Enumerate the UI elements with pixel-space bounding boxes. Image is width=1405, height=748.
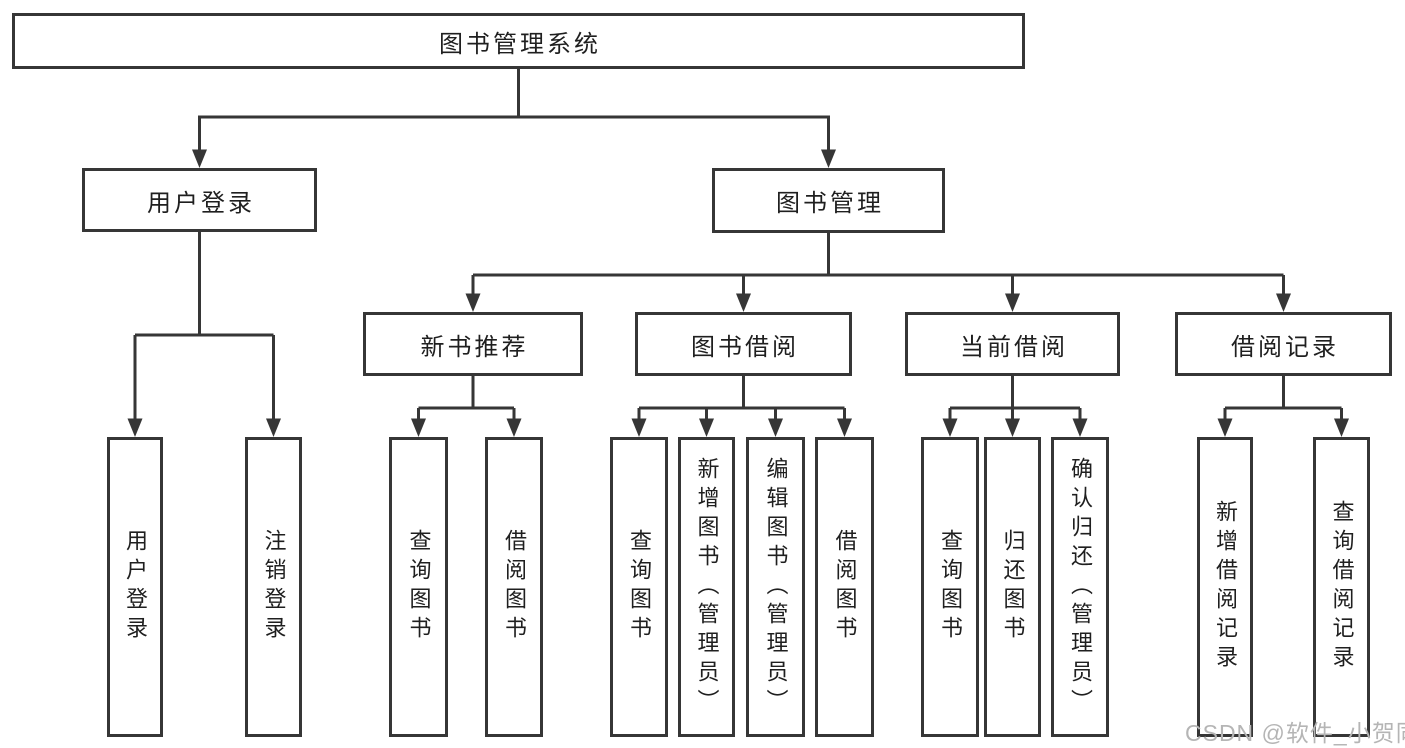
connector-book-borrow-to-children: [631, 376, 852, 437]
arrowhead-icon: [942, 418, 958, 437]
node-label: 查询图书: [406, 529, 432, 645]
node-query-books-current: 查询图书: [921, 437, 979, 737]
node-label: 借阅图书: [832, 529, 858, 645]
arrowhead-icon: [1276, 293, 1291, 312]
connector-new-book-to-children: [411, 376, 522, 437]
node-current-borrowing: 当前借阅: [905, 312, 1120, 376]
arrowhead-icon: [1005, 418, 1020, 437]
node-confirm-return-admin: 确认归还（管理员）: [1051, 437, 1109, 737]
node-book-management: 图书管理: [712, 168, 945, 233]
arrowhead-icon: [1217, 418, 1233, 437]
arrowhead-icon: [1334, 418, 1349, 437]
node-query-books-borrowing: 查询图书: [610, 437, 668, 737]
node-add-books-admin: 新增图书（管理员）: [678, 437, 735, 737]
arrowhead-icon: [1005, 293, 1020, 312]
arrowhead-icon: [768, 418, 783, 437]
connector-root-to-level2: [192, 69, 836, 168]
arrowhead-icon: [631, 418, 647, 437]
node-label: 当前借阅: [960, 333, 1068, 361]
node-label: 查询图书: [938, 529, 963, 645]
node-borrow-books-borrowing: 借阅图书: [815, 437, 874, 737]
connector-user-login-to-children: [127, 232, 281, 437]
node-label: 借阅图书: [502, 529, 527, 645]
arrowhead-icon: [506, 418, 522, 437]
connector-borrow-records-to-children: [1217, 376, 1349, 437]
node-label: 新增图书（管理员）: [694, 456, 720, 718]
arrowhead-icon: [699, 418, 714, 437]
node-add-borrow-record: 新增借阅记录: [1197, 437, 1253, 737]
node-label: 查询借阅记录: [1329, 500, 1355, 674]
node-label: 图书管理系统: [439, 30, 601, 58]
node-label: 查询图书: [627, 529, 652, 645]
node-label: 新增借阅记录: [1213, 500, 1238, 674]
node-label: 确认归还（管理员）: [1068, 456, 1093, 718]
node-query-books-recommend: 查询图书: [389, 437, 448, 737]
arrowhead-icon: [411, 418, 426, 437]
arrowhead-icon: [821, 149, 836, 168]
node-label: 编辑图书（管理员）: [763, 456, 789, 718]
node-borrow-books-recommend: 借阅图书: [485, 437, 543, 737]
node-user-login: 用户登录: [82, 168, 317, 232]
node-label: 注销登录: [261, 529, 287, 645]
node-label: 图书借阅: [691, 333, 799, 361]
node-label: 新书推荐: [420, 333, 529, 361]
arrowhead-icon: [127, 418, 143, 437]
arrowhead-icon: [192, 149, 207, 168]
arrowhead-icon: [465, 293, 481, 312]
node-label: 借阅记录: [1231, 333, 1339, 361]
node-label: 用户登录: [147, 189, 255, 217]
watermark: CSDN @软件_小贺同学: [1185, 720, 1405, 746]
node-logout-leaf: 注销登录: [245, 437, 302, 737]
arrowhead-icon: [266, 418, 281, 437]
arrowhead-icon: [736, 293, 751, 312]
node-label: 图书管理: [776, 190, 884, 217]
node-label: 用户登录: [123, 529, 148, 645]
connector-book-management-to-children: [465, 233, 1291, 312]
node-borrow-records: 借阅记录: [1175, 312, 1392, 376]
node-edit-books-admin: 编辑图书（管理员）: [746, 437, 805, 737]
node-library-system: 图书管理系统: [12, 13, 1025, 69]
node-new-book-recommend: 新书推荐: [363, 312, 583, 376]
node-query-borrow-record: 查询借阅记录: [1313, 437, 1370, 737]
arrowhead-icon: [837, 418, 852, 437]
connector-current-borrow-to-children: [942, 376, 1088, 437]
node-book-borrowing: 图书借阅: [635, 312, 852, 376]
node-user-login-leaf: 用户登录: [107, 437, 163, 737]
arrowhead-icon: [1072, 418, 1088, 437]
node-return-books: 归还图书: [984, 437, 1041, 737]
node-label: 归还图书: [1000, 529, 1026, 645]
